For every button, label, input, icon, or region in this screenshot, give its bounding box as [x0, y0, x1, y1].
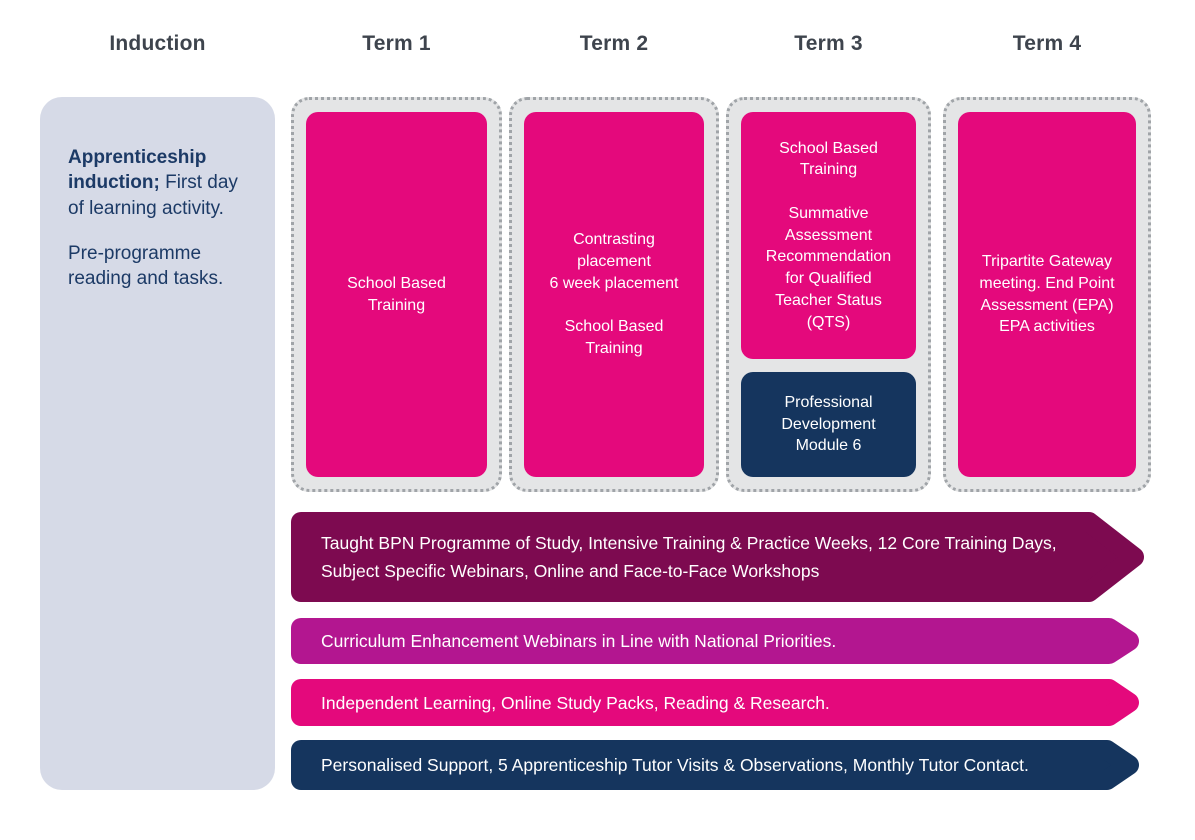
term-4-container: Tripartite Gateway meeting. End Point As…	[943, 97, 1151, 492]
arrow-shape	[291, 512, 1144, 602]
induction-panel-lead-bold: Apprenticeship induction;	[68, 147, 207, 194]
term-1-container: School Based Training	[291, 97, 502, 492]
banner-taught-programme-text: Taught BPN Programme of Study, Intensive…	[321, 533, 1057, 581]
term-3-professional-development-box: Professional Development Module 6	[741, 372, 916, 477]
banner-independent-learning-text: Independent Learning, Online Study Packs…	[321, 692, 830, 713]
induction-panel: Apprenticeship induction; First day of l…	[40, 97, 275, 790]
column-header-term-2: Term 2	[579, 32, 649, 55]
induction-panel-paragraph-1: Apprenticeship induction; First day of l…	[68, 145, 253, 221]
column-header-term-3: Term 3	[794, 32, 863, 55]
banner-curriculum-webinars-text: Curriculum Enhancement Webinars in Line …	[321, 631, 837, 651]
column-header-term-1: Term 1	[362, 32, 431, 55]
arrow-shape	[291, 618, 1139, 664]
term-3-container: School Based Training Summative Assessme…	[726, 97, 931, 492]
banner-curriculum-webinars: Curriculum Enhancement Webinars in Line …	[291, 618, 1151, 664]
term-3-summative-assessment-box: School Based Training Summative Assessme…	[741, 112, 916, 359]
column-header-induction: Induction	[109, 32, 206, 55]
arrow-shape	[291, 679, 1139, 726]
banner-independent-learning: Independent Learning, Online Study Packs…	[291, 679, 1151, 726]
term-4-gateway-epa-box: Tripartite Gateway meeting. End Point As…	[958, 112, 1136, 477]
induction-panel-paragraph-2: Pre-programme reading and tasks.	[68, 242, 224, 290]
arrow-shape	[291, 740, 1139, 790]
term-1-school-based-training-box: School Based Training	[306, 112, 487, 477]
term-2-contrasting-placement-box: Contrasting placement 6 week placement S…	[524, 112, 704, 477]
column-header-term-4: Term 4	[1012, 32, 1082, 55]
banner-taught-programme: Taught BPN Programme of Study, Intensive…	[291, 512, 1151, 602]
banner-personalised-support: Personalised Support, 5 Apprenticeship T…	[291, 740, 1151, 790]
banner-personalised-support-text: Personalised Support, 5 Apprenticeship T…	[321, 755, 1029, 775]
induction-panel-lead-rest: First day of learning activity.	[68, 172, 238, 219]
term-2-container: Contrasting placement 6 week placement S…	[509, 97, 719, 492]
